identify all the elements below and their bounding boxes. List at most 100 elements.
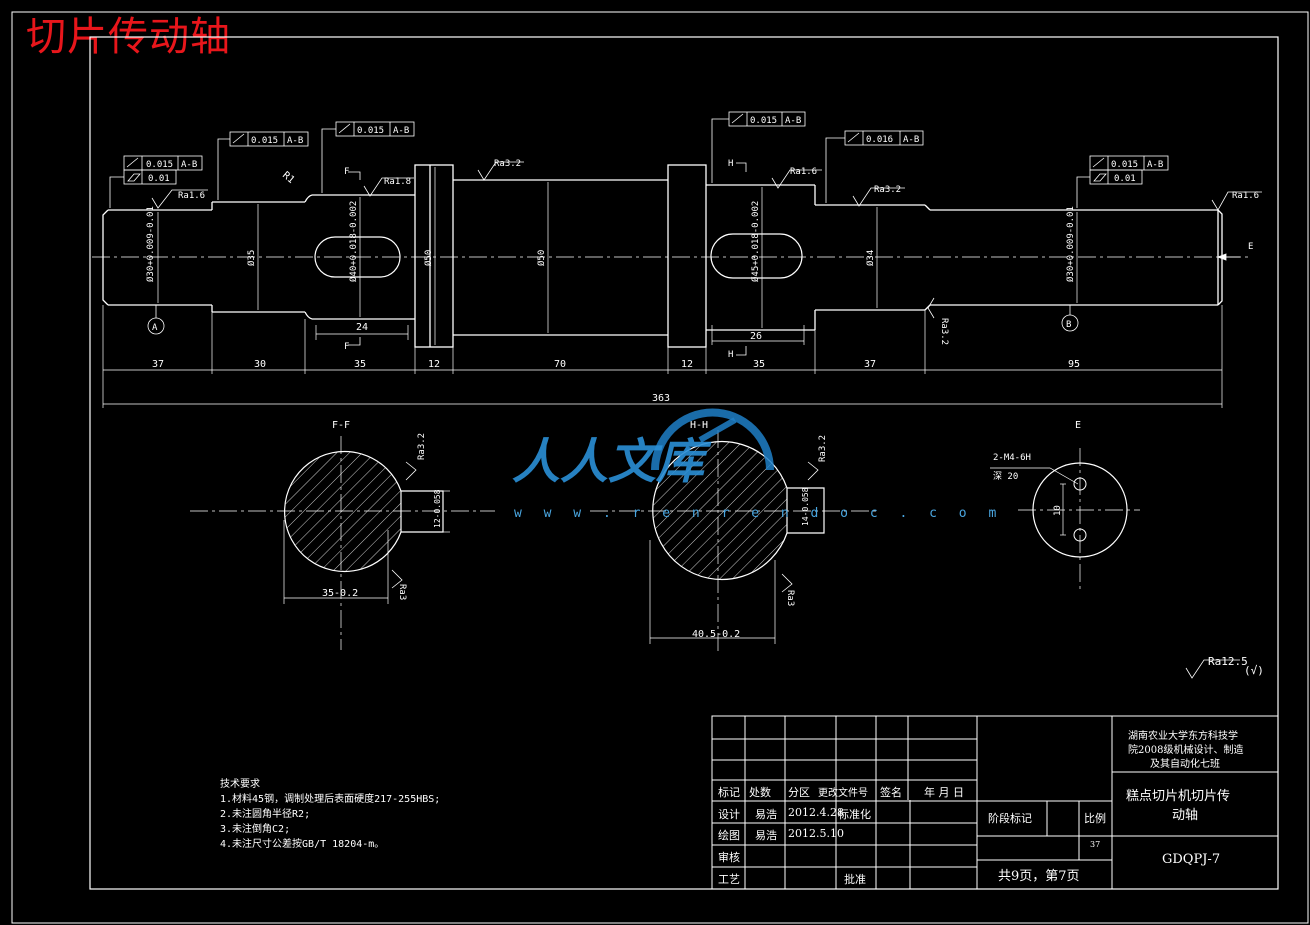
tb-stage: 阶段标记 xyxy=(988,812,1032,825)
notes-heading: 技术要求 xyxy=(220,779,260,790)
tol-2a: 0.015 xyxy=(251,136,278,146)
tb-standard: 标准化 xyxy=(838,808,871,821)
seg-7: 35 xyxy=(753,359,765,370)
section-hh-dim: 40.5-0.2 xyxy=(692,629,740,640)
sec-h-top: H xyxy=(728,159,733,169)
note-1: 1.材料45钢，调制处理后表面硬度217-255HBS; xyxy=(220,794,441,805)
tol-6c: 0.01 xyxy=(1114,174,1136,184)
view-e-depth: 深 20 xyxy=(993,471,1018,482)
section-hh: H-H 40.5-0.2 14-0.058 xyxy=(590,420,880,655)
dim-key2: 26 xyxy=(750,331,762,342)
ra-9: Ra3.2 xyxy=(818,435,828,462)
tb-designer: 易浩 xyxy=(755,808,777,821)
dim-total: 363 xyxy=(652,393,670,404)
tol-2b: A-B xyxy=(287,136,303,146)
tb-h-sign: 签名 xyxy=(880,786,902,799)
roughness-marks xyxy=(151,161,1262,679)
tol-3a: 0.015 xyxy=(357,126,384,136)
tol-5b: A-B xyxy=(903,135,919,145)
length-labels: 37 30 35 12 70 12 35 37 95 363 24 26 R1 xyxy=(152,170,1080,404)
tb-school-3: 及其自动化七班 xyxy=(1150,759,1220,770)
tb-scale: 比例 xyxy=(1084,812,1106,825)
keyway-right xyxy=(710,233,803,279)
tb-h-file: 更改文件号 xyxy=(818,788,868,799)
dim-d30b: Ø30+0.009-0.01 xyxy=(1065,206,1076,282)
section-hh-title: H-H xyxy=(690,420,708,431)
view-e-dist: 10 xyxy=(1053,505,1063,516)
tb-drawer: 易浩 xyxy=(755,829,777,842)
diameter-dims xyxy=(157,167,1078,345)
dim-d50b: Ø50 xyxy=(536,250,547,266)
length-dims xyxy=(102,305,1223,408)
datum-b: B xyxy=(1066,320,1071,330)
tb-process: 工艺 xyxy=(718,873,740,886)
ra-4: Ra1.6 xyxy=(790,167,817,177)
watermark-logo: 人人文库 xyxy=(512,408,774,490)
view-e xyxy=(990,448,1140,590)
tb-design: 设计 xyxy=(718,808,740,821)
section-ff-title: F-F xyxy=(332,420,350,431)
tb-drawing: 绘图 xyxy=(718,829,740,842)
tol-4b: A-B xyxy=(785,116,801,126)
seg-6: 12 xyxy=(681,359,693,370)
sec-f-top: F xyxy=(344,167,349,177)
dim-d30a: Ø30+0.009-0.01 xyxy=(145,206,156,282)
note-3: 3.未注倒角C2; xyxy=(220,824,291,835)
tolerance-frames xyxy=(109,111,1169,208)
dim-r1: R1 xyxy=(280,170,296,186)
watermark-name: 人人文库 xyxy=(512,434,712,490)
ra-1: Ra1.6 xyxy=(178,191,205,201)
keyway-left xyxy=(314,236,401,278)
tb-part-name-2: 动轴 xyxy=(1172,808,1199,823)
view-e-arrow: E xyxy=(1248,242,1253,252)
inner-frame xyxy=(89,36,1279,890)
tb-approve: 批准 xyxy=(844,873,866,886)
view-e-holes: 2-M4-6H xyxy=(993,453,1031,463)
view-e-title: E xyxy=(1075,420,1081,431)
watermark-url: w w w . r e n r e n d o c . c o m xyxy=(514,506,1004,521)
sec-h-bottom: H xyxy=(728,350,733,360)
tol-6b: A-B xyxy=(1147,160,1163,170)
tol-1a: 0.015 xyxy=(146,160,173,170)
view-e-labels: E 2-M4-6H 深 20 10 xyxy=(993,420,1081,516)
tb-draw-date: 2012.5.10 xyxy=(788,827,844,840)
outer-frame xyxy=(11,11,1309,924)
tb-h-date: 年 月 日 xyxy=(924,786,964,799)
seg-2: 30 xyxy=(254,359,266,370)
note-4: 4.未注尺寸公差按GB/T 18204-m。 xyxy=(220,839,385,850)
dim-key1: 24 xyxy=(356,322,368,333)
datum-a: A xyxy=(152,323,158,333)
seg-9: 95 xyxy=(1068,359,1080,370)
tol-6a: 0.015 xyxy=(1111,160,1138,170)
runout-symbols xyxy=(126,113,1107,182)
dim-d35: Ø35 xyxy=(246,250,257,266)
tb-h-mark: 标记 xyxy=(718,786,740,799)
shaft-outline xyxy=(102,164,1223,348)
tb-h-zone: 分区 xyxy=(788,786,810,799)
marker-labels: A B F F H H E xyxy=(152,159,1253,360)
ra-general-suffix: (√) xyxy=(1244,664,1264,677)
seg-3: 35 xyxy=(354,359,366,370)
seg-8: 37 xyxy=(864,359,876,370)
ra-5: Ra3.2 xyxy=(874,185,901,195)
tol-3b: A-B xyxy=(393,126,409,136)
note-2: 2.未注圆角半径R2; xyxy=(220,809,311,820)
tol-5a: 0.016 xyxy=(866,135,893,145)
roughness-labels: Ra1.6 Ra1.8 Ra3.2 Ra1.6 Ra3.2 Ra1.6 Ra3.… xyxy=(178,159,1264,677)
seg-1: 37 xyxy=(152,359,164,370)
tb-scale-value: 37 xyxy=(1090,840,1101,849)
seg-5: 70 xyxy=(554,359,566,370)
tb-sheets: 共9页，第7页 xyxy=(998,869,1080,884)
section-hh-key: 14-0.058 xyxy=(801,487,810,526)
tb-design-date: 2012.4.28 xyxy=(788,806,844,819)
title-block-grid xyxy=(711,715,1279,890)
section-ff: F-F 35-0.2 12-0.058 xyxy=(190,420,495,650)
dim-d45: Ø45+0.018-0.002 xyxy=(750,201,761,282)
tb-school-2: 院2008级机械设计、制造 xyxy=(1128,745,1244,756)
ra-2: Ra1.8 xyxy=(384,177,411,187)
sec-f-bottom: F xyxy=(344,342,349,352)
dim-d40: Ø40+0.018-0.002 xyxy=(348,201,359,282)
ra-general: Ra12.5 xyxy=(1208,655,1248,668)
